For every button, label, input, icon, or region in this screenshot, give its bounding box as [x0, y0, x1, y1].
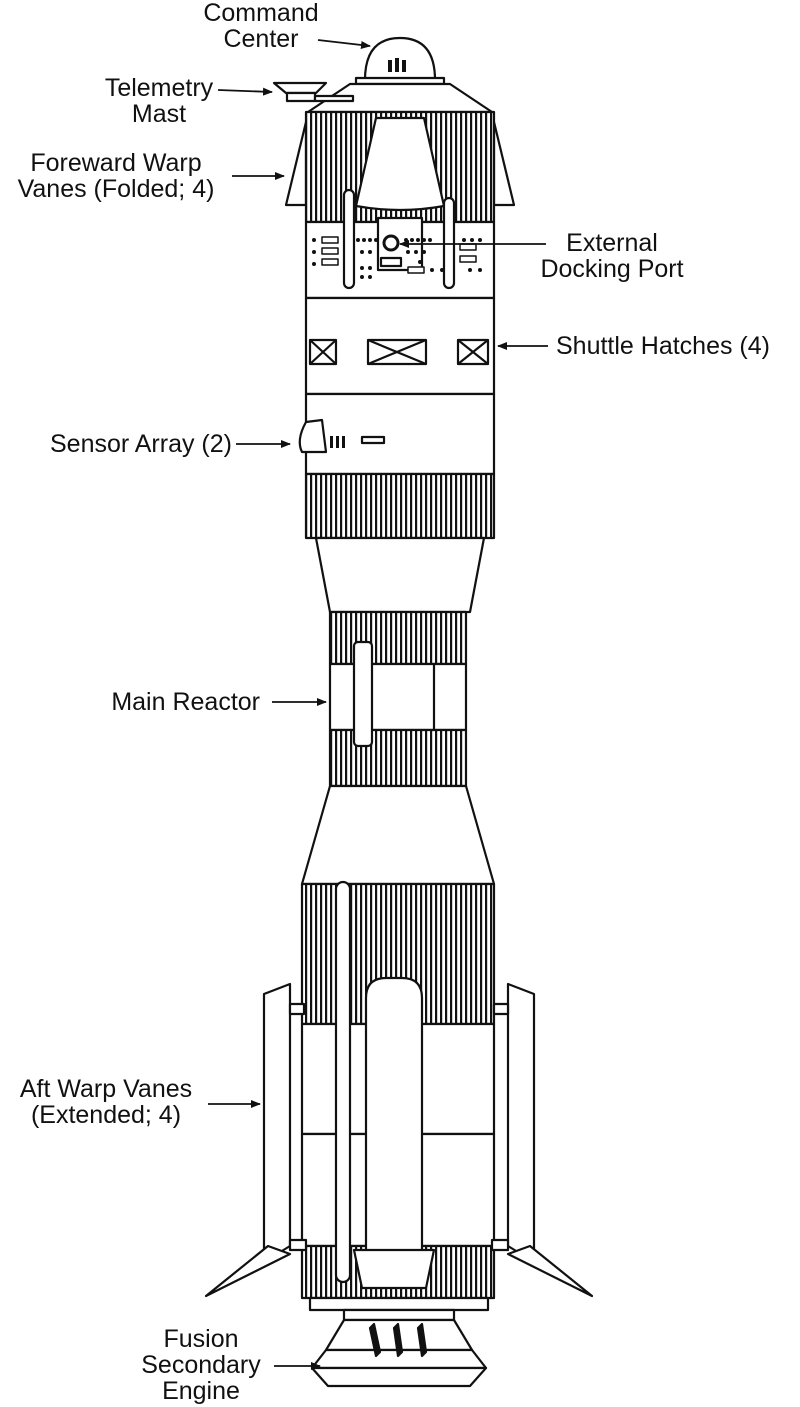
- telemetry-mast: [272, 81, 355, 103]
- label-telemetry-mast: Telemetry Mast: [104, 74, 214, 128]
- panel-details: [321, 236, 477, 274]
- aft-warp-vanes: [204, 982, 594, 1298]
- label-aft-warp-vanes: Aft Warp Vanes (Extended; 4): [19, 1075, 193, 1129]
- forward-warp-vane-right: [492, 120, 516, 207]
- upper-taper: [314, 536, 486, 614]
- label-command-center: Command Center: [203, 0, 319, 53]
- label-shuttle-hatches: Shuttle Hatches (4): [556, 332, 770, 360]
- forward-warp-vane-left: [284, 120, 308, 207]
- main-reactor: [328, 610, 468, 788]
- command-center-dome: [354, 36, 446, 86]
- shuttle-hatches: [308, 338, 490, 366]
- label-main-reactor: Main Reactor: [111, 688, 260, 716]
- lower-taper: [300, 784, 496, 886]
- label-sensor-array: Sensor Array (2): [49, 430, 232, 458]
- label-fusion-secondary-engine: Fusion Secondary Engine: [141, 1325, 261, 1405]
- label-forward-warp-vanes: Foreward Warp Vanes (Folded; 4): [17, 149, 215, 203]
- fusion-secondary-engine: [308, 1296, 490, 1388]
- label-external-docking-port: External Docking Port: [540, 229, 684, 283]
- panel-dots: [312, 238, 482, 279]
- leader-arrows: [208, 39, 548, 1370]
- sensor-array: [298, 418, 386, 454]
- lower-hull: [300, 880, 496, 1300]
